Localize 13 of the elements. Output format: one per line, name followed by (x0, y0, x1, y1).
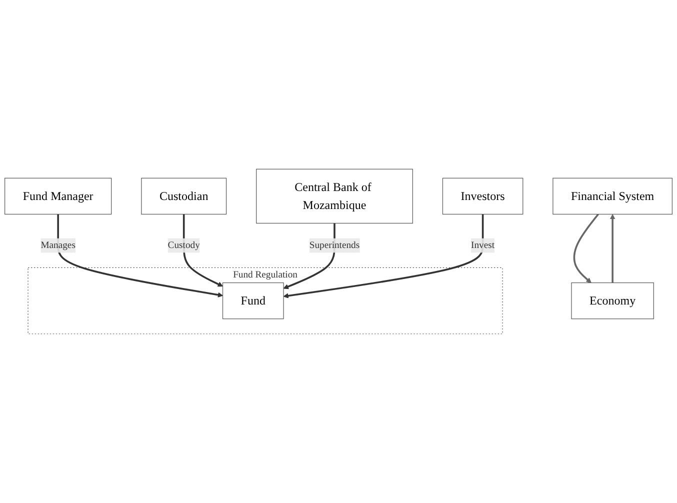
node-box: Fund (222, 282, 284, 320)
edge-label: Superintends (309, 240, 360, 250)
node-box: Economy (571, 282, 654, 320)
edge-label: Invest (471, 240, 495, 250)
arrow (573, 214, 599, 283)
node-box: Central Bank of Mozambique (256, 168, 413, 224)
edge-label: Custody (168, 240, 200, 250)
edge-label: Manages (40, 240, 76, 250)
node-box: Investors (442, 178, 524, 215)
node-box: Fund Manager (4, 178, 112, 215)
arrow (610, 214, 616, 283)
node-box: Custodian (141, 178, 227, 215)
node-box: Financial System (552, 178, 672, 215)
